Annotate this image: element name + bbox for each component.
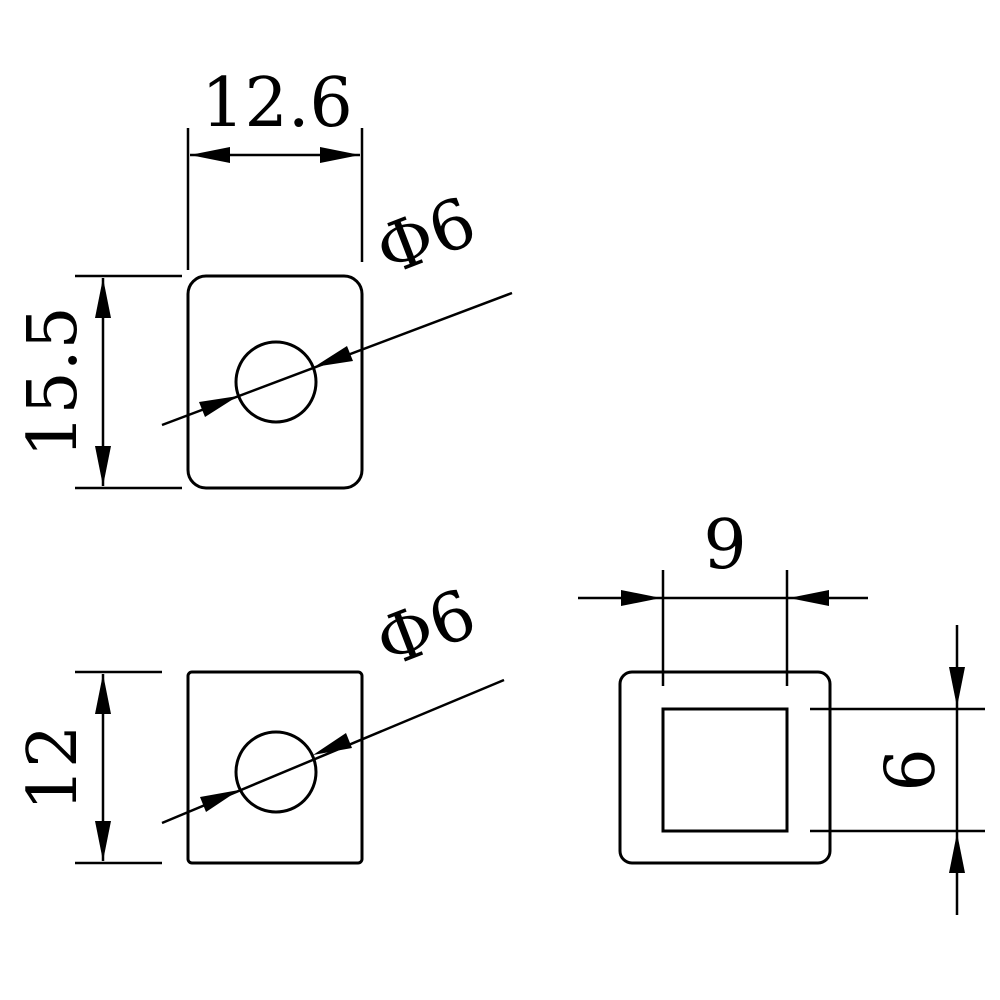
- top-width-arrow-left: [190, 147, 230, 163]
- bottom-right-square-hole: [661, 707, 789, 833]
- top-part-hole: [234, 340, 318, 424]
- bottom-right-width-arrow-right: [789, 590, 829, 606]
- bottom-right-height-label: 9: [867, 748, 946, 791]
- bottom-left-hole: [234, 730, 318, 814]
- top-hole-label: Φ6: [366, 183, 487, 292]
- top-part: 12.6 15.5 Φ6: [14, 64, 513, 490]
- bottom-right-height-arrow-top: [949, 667, 965, 707]
- bottom-right-width-arrow-left: [621, 590, 661, 606]
- bottom-right-width-label: 9: [703, 506, 746, 585]
- bottom-left-outline: [186, 670, 364, 865]
- bottom-left-hole-arrow-right: [313, 733, 352, 755]
- top-width-arrow-right: [320, 147, 360, 163]
- bottom-right-part: 9 9: [578, 506, 985, 915]
- bottom-left-height-arrow-top: [95, 674, 111, 714]
- top-hole-arrow-right: [314, 346, 353, 367]
- top-part-outline: [186, 274, 364, 490]
- top-height-arrow-top: [95, 278, 111, 318]
- bottom-left-height-label: 12: [14, 725, 93, 812]
- top-height-label: 15.5: [14, 306, 93, 457]
- top-height-arrow-bottom: [95, 446, 111, 486]
- top-hole-arrow-left: [199, 396, 238, 417]
- top-width-label: 12.6: [201, 64, 352, 143]
- bottom-right-height-arrow-bottom: [949, 833, 965, 873]
- bottom-left-part: 12 Φ6: [14, 575, 505, 865]
- bottom-right-outline: [618, 670, 832, 865]
- bottom-left-height-arrow-bottom: [95, 821, 111, 861]
- bottom-left-hole-label: Φ6: [366, 575, 487, 684]
- bottom-left-hole-arrow-left: [200, 790, 239, 812]
